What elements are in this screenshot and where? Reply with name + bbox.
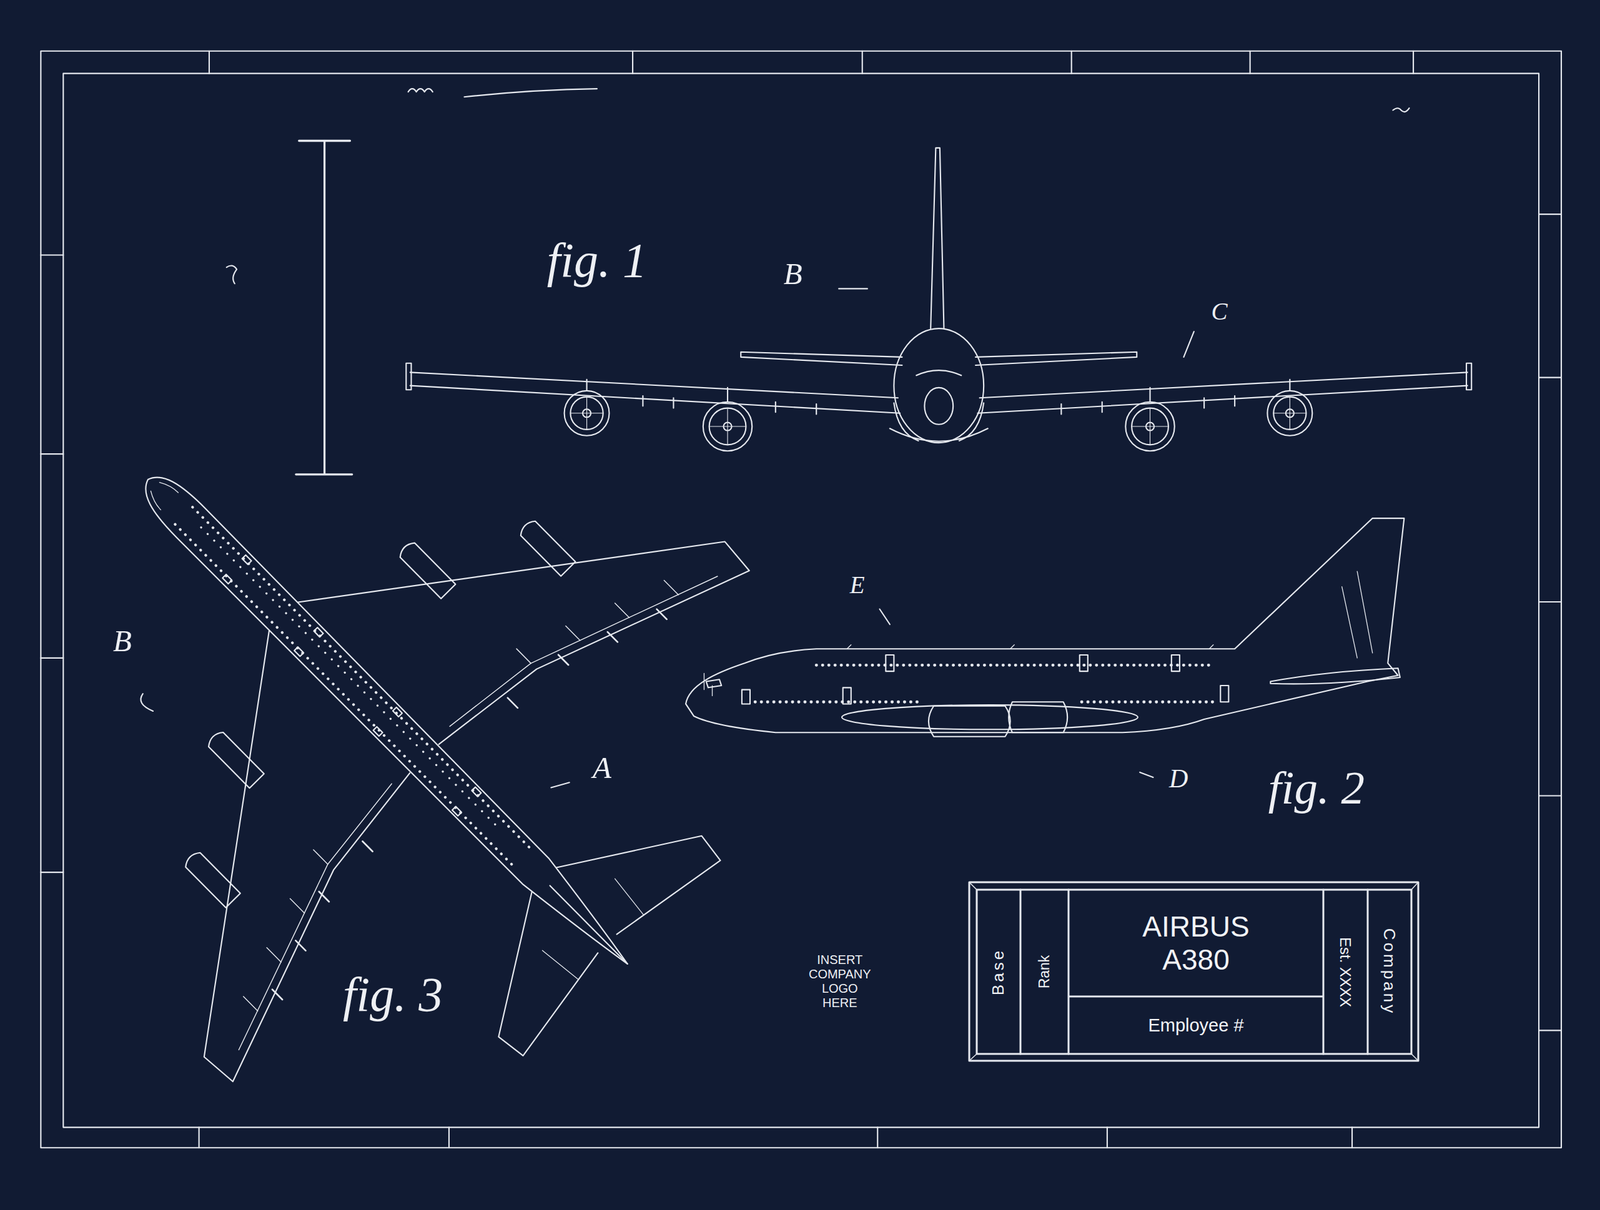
callout-letter: E xyxy=(849,572,865,598)
callout-letter: B xyxy=(113,625,132,657)
cell-text: Base xyxy=(989,948,1009,996)
cell-text: Rank xyxy=(1036,955,1053,990)
aircraft-title-cell: AIRBUS A380 xyxy=(1068,889,1324,997)
employee-cell: Employee # xyxy=(1068,996,1324,1055)
base-cell: Base xyxy=(976,889,1021,1055)
cell-text: Est. XXXX xyxy=(1337,936,1355,1007)
scribble xyxy=(464,88,597,97)
scribble xyxy=(1392,108,1409,112)
top-view-aircraft xyxy=(0,221,889,1210)
frame-ticks xyxy=(40,51,1562,1149)
company-cell: Company xyxy=(1367,889,1412,1055)
leader-lines xyxy=(140,288,1194,788)
figure-label: fig. 2 xyxy=(1268,764,1365,812)
cell-text: Employee # xyxy=(1147,1015,1244,1037)
cell-text: Company xyxy=(1380,928,1400,1016)
figure-label: fig. 1 xyxy=(547,236,647,285)
scribble xyxy=(408,88,433,92)
cell-text: AIRBUS A380 xyxy=(1124,910,1268,977)
callout-letter: B xyxy=(783,257,803,289)
title-block xyxy=(969,882,1419,1062)
logo-placeholder: INSERT COMPANY LOGO HERE xyxy=(804,953,875,1011)
established-cell: Est. XXXX xyxy=(1323,889,1368,1055)
scribble xyxy=(226,265,237,284)
scale-bar xyxy=(296,140,353,475)
figure-label: fig. 3 xyxy=(342,970,443,1020)
callout-letter: D xyxy=(1169,765,1188,792)
side-view-aircraft xyxy=(685,518,1404,737)
front-view-aircraft xyxy=(405,148,1472,451)
callout-letter: A xyxy=(592,751,612,783)
rank-cell: Rank xyxy=(1020,889,1069,1055)
callout-letter: C xyxy=(1211,299,1228,324)
inner-frame xyxy=(63,73,1539,1128)
outer-frame xyxy=(40,51,1562,1149)
